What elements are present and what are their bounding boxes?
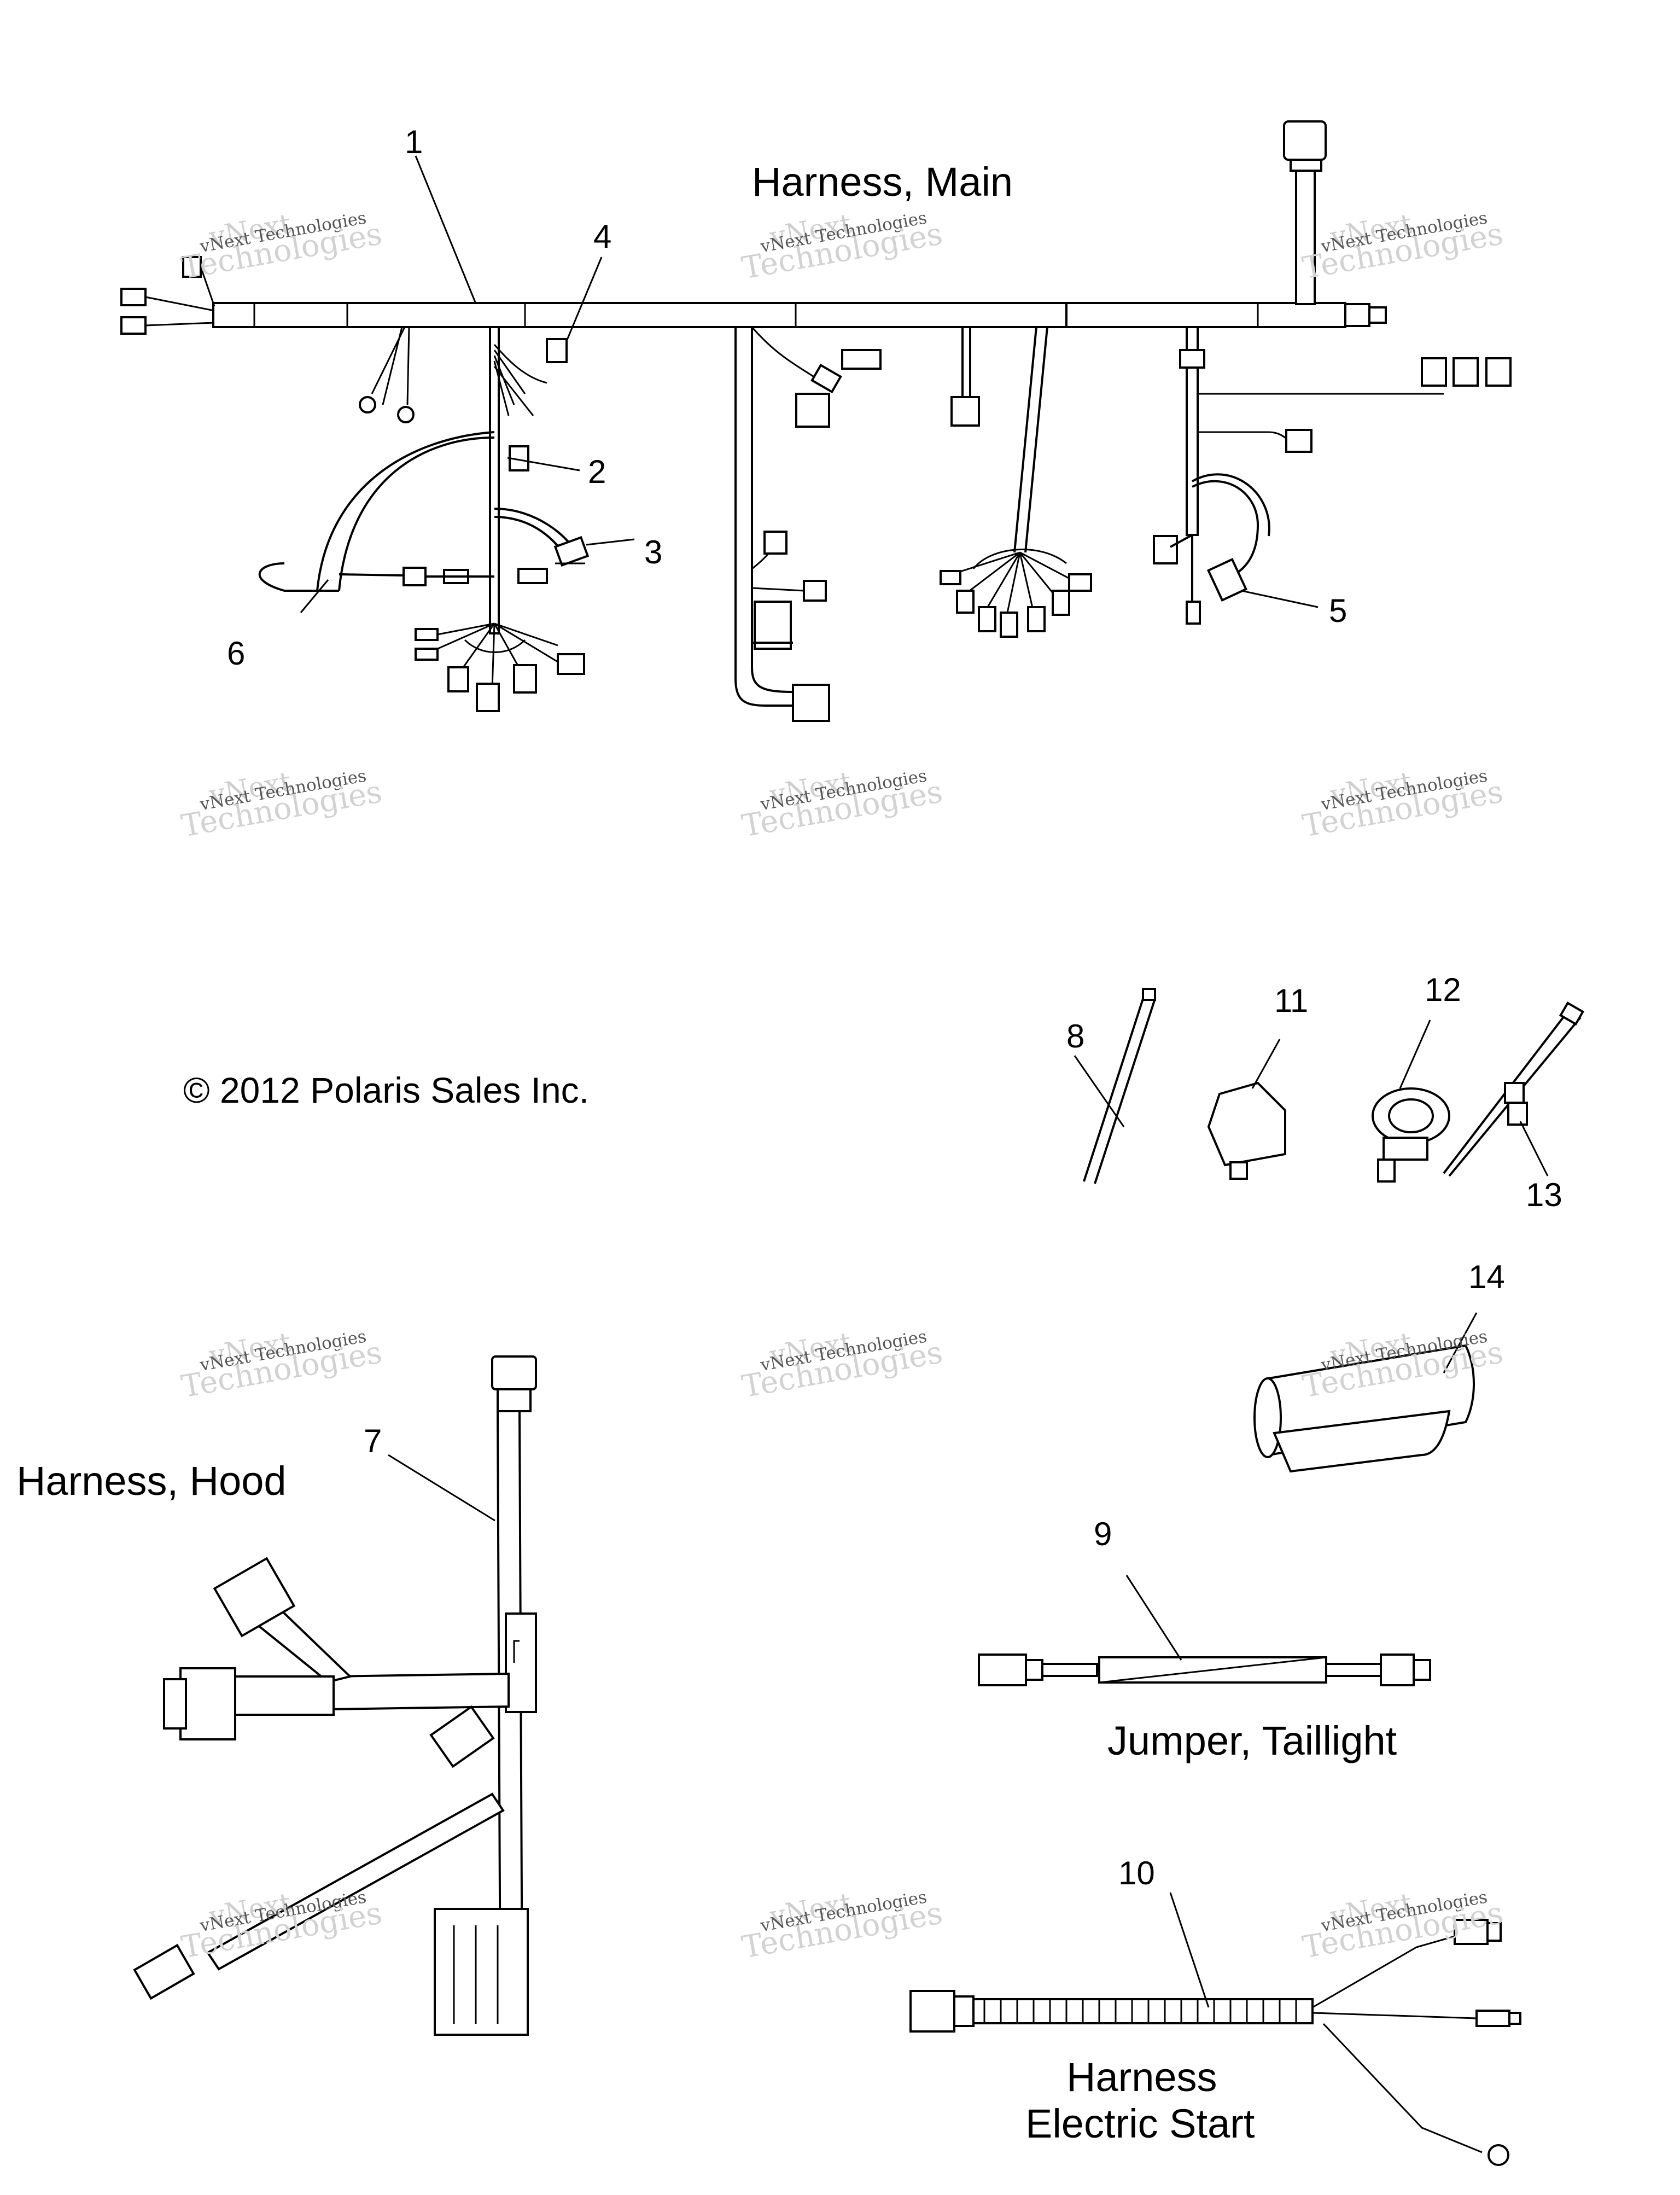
callout-8: 8 — [1066, 1018, 1085, 1055]
callout-14: 14 — [1468, 1259, 1505, 1295]
electric-start-drawing — [909, 1892, 1521, 2166]
callout-6: 6 — [227, 635, 246, 672]
small-parts-drawing — [1074, 988, 1585, 1473]
callout-2: 2 — [588, 453, 606, 490]
callout-10: 10 — [1118, 1855, 1155, 1891]
title-harness-main: Harness, Main — [752, 159, 1013, 205]
callout-11: 11 — [1274, 982, 1309, 1019]
copyright-notice: © 2012 Polaris Sales Inc. — [183, 1070, 590, 1110]
title-jumper-taillight: Jumper, Taillight — [1107, 1718, 1397, 1763]
callout-4: 4 — [593, 218, 612, 255]
callout-12: 12 — [1425, 971, 1461, 1008]
hood-harness-drawing — [133, 1355, 537, 2036]
title-electric-start-line2: Electric Start — [1025, 2101, 1255, 2146]
title-harness-hood: Harness, Hood — [16, 1458, 287, 1504]
callout-13: 13 — [1526, 1177, 1562, 1213]
callout-5: 5 — [1329, 592, 1348, 629]
callout-9: 9 — [1094, 1516, 1112, 1552]
callout-7: 7 — [364, 1423, 382, 1459]
callout-1: 1 — [405, 124, 423, 160]
title-electric-start-line1: Harness — [1066, 2054, 1217, 2100]
jumper-taillight-drawing — [978, 1575, 1431, 1686]
callout-3: 3 — [644, 534, 663, 570]
main-harness-drawing — [120, 120, 1512, 722]
